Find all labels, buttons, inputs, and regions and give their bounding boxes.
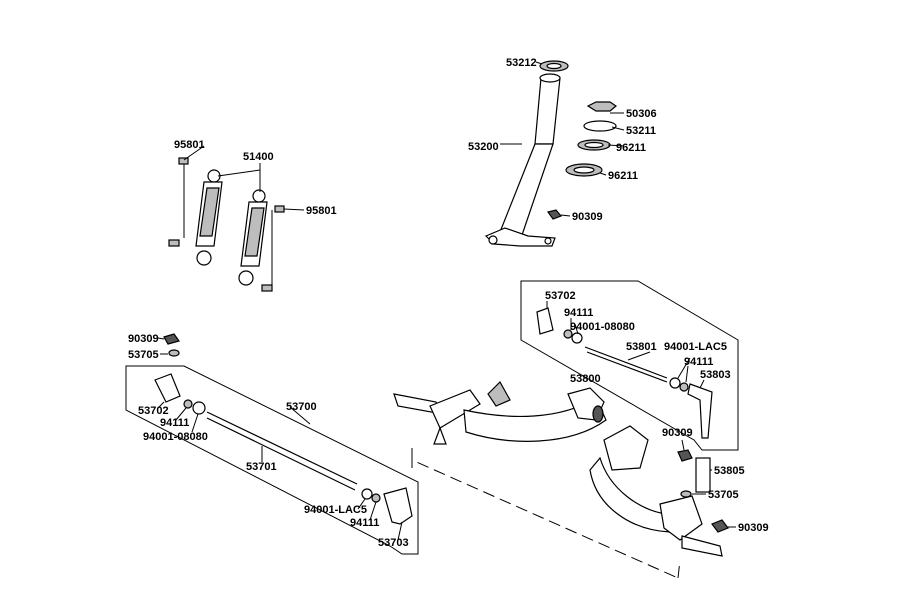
washer-53211 [583,120,617,132]
steering-arm [484,227,556,247]
washer-53705-right [680,490,692,498]
label-53800: 53800 [570,373,601,385]
label-53703-left: 53703 [378,537,409,549]
label-94111-left-1: 94111 [160,417,189,429]
bolt-95801-left-bottom [168,239,180,247]
nut-90309-left [163,333,180,345]
nut-94111-right-2 [679,382,689,392]
shock-absorbers-group [168,157,285,292]
label-53700: 53700 [286,401,317,413]
label-51400: 51400 [243,151,274,163]
bolt-95801-left-top [178,157,189,165]
nut-94001-08080-left [192,401,206,415]
tie-rod-kit-right [520,280,739,451]
washer-53705-left [168,349,180,357]
label-53705-right: 53705 [708,489,739,501]
label-53805: 53805 [714,465,745,477]
shock-2-top-eye [252,189,266,203]
axle-beam-upper [463,397,607,442]
label-53200: 53200 [468,141,499,153]
tie-rod-53801 [584,346,668,379]
leader-lines [157,61,736,541]
axle-right-spindle [681,535,723,557]
nut-90309-top [546,209,563,220]
label-95801-left: 95801 [174,139,205,151]
nut-94111-left-1 [183,399,193,409]
label-90309-left: 90309 [128,333,159,345]
label-50306: 50306 [626,108,657,120]
axle-right-bracket [603,425,649,471]
front-axle-group [393,381,729,579]
label-94001-08080-left: 94001-08080 [143,431,208,443]
nut-90309-mid [677,449,693,462]
nut-94111-right-1 [563,329,573,339]
nut-94001-lac5-left [361,488,373,500]
tie-rod-kit-left [125,333,419,555]
label-53212: 53212 [506,57,537,69]
label-53705-left: 53705 [128,349,159,361]
label-94001-08080-right: 94001-08080 [570,321,635,333]
part-labels: 53212 50306 53211 53200 96211 96211 9030… [128,57,769,549]
steering-shaft-lower [499,143,554,239]
label-94001-lac5-left: 94001-LAC5 [304,504,367,516]
label-95801-right: 95801 [306,205,337,217]
tie-rod-53701 [206,411,358,485]
tie-rod-end-53703-left [383,487,413,525]
nut-94001-08080-right [571,332,583,344]
tie-rod-end-53803-right [687,383,713,439]
tie-rod-end-53702-left [154,373,181,403]
bolt-95801-right-bottom [261,284,273,292]
bolt-95801-right [274,205,285,213]
pin-53805 [695,457,711,493]
label-53701: 53701 [246,461,277,473]
nut-90309-bottom [711,519,729,533]
label-53702-left: 53702 [138,405,169,417]
nut-94001-lac5-right [669,377,681,389]
steering-shaft-upper [534,77,561,145]
label-90309-bottom: 90309 [738,522,769,534]
steering-column-group [484,60,618,247]
label-94001-lac5-right: 94001-LAC5 [664,341,727,353]
label-53702-right: 53702 [545,290,576,302]
tie-rod-kit-left-box [125,365,419,555]
label-90309-top: 90309 [572,211,603,223]
label-94111-right-2: 94111 [684,356,713,368]
axle-right-knuckle [659,495,703,541]
tie-rod-kit-right-box [520,280,739,451]
label-96211-a: 96211 [616,142,646,154]
tie-rod-end-53702-right [536,307,554,335]
label-94111-left-2: 94111 [350,517,379,529]
label-53801: 53801 [626,341,657,353]
label-94111-right-1: 94111 [564,307,593,319]
label-53211: 53211 [626,125,656,137]
nut-50306 [586,101,618,112]
label-96211-b: 96211 [608,170,638,182]
label-90309-mid: 90309 [662,427,693,439]
nut-94111-left-2 [371,493,381,503]
label-53803-right: 53803 [700,369,731,381]
